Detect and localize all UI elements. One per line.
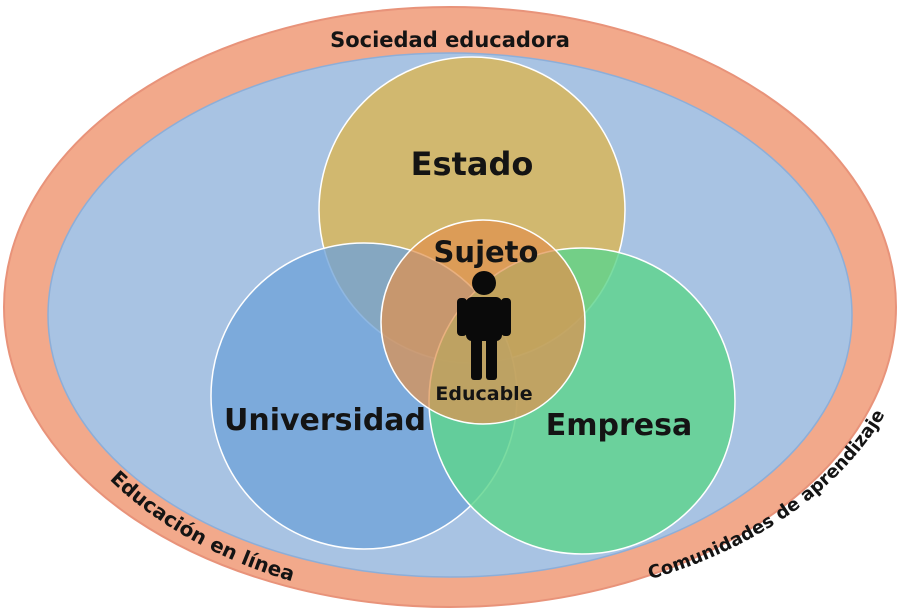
empresa-label: Empresa [546, 408, 692, 443]
sujeto-label: Sujeto [434, 235, 539, 269]
person-icon [457, 271, 511, 380]
educable-label: Educable [435, 383, 532, 405]
outer-label: Sociedad educadora [330, 28, 570, 52]
estado-label: Estado [411, 145, 534, 183]
universidad-label: Universidad [224, 403, 426, 438]
